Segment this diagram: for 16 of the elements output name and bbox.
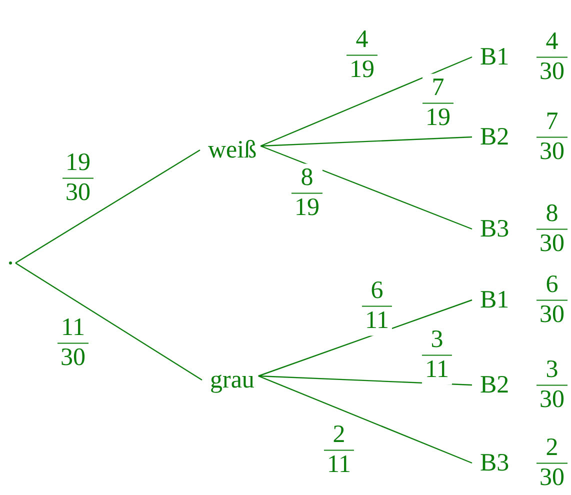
branch-line — [258, 299, 472, 377]
branch-label: grau — [210, 366, 254, 394]
branch-line — [260, 145, 472, 230]
branch-label: B1 — [480, 43, 510, 71]
branch-line — [15, 149, 200, 264]
branch-line — [258, 375, 472, 464]
branch-label: B1 — [480, 286, 510, 314]
branch-label: B3 — [480, 215, 510, 243]
branch-label: B3 — [480, 449, 510, 477]
branch-label: B2 — [480, 371, 510, 399]
branch-line — [260, 136, 472, 147]
branch-point — [8, 262, 12, 264]
branch-label: weiß — [208, 136, 257, 164]
branch-label: B2 — [480, 123, 510, 151]
branch-line — [15, 262, 202, 380]
branch-line — [260, 56, 472, 147]
